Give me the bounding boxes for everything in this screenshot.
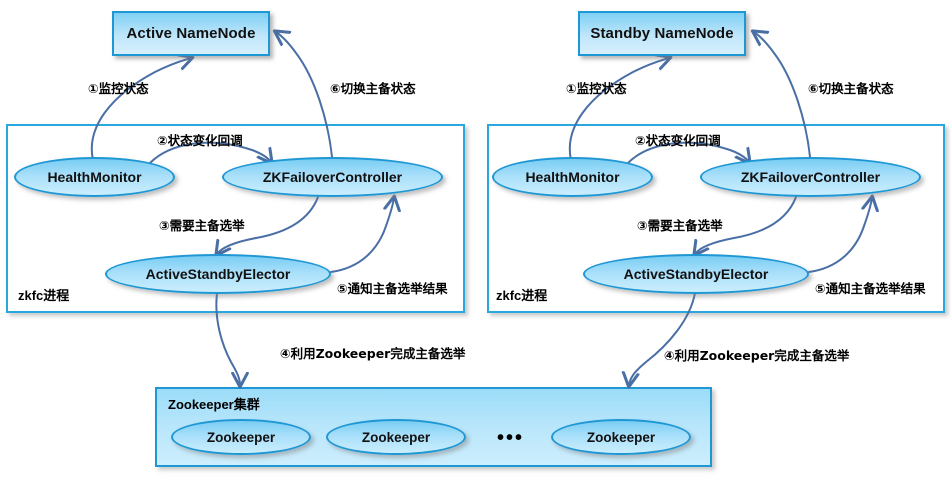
right-zkfailovercontroller-label: ZKFailoverController	[740, 169, 881, 185]
right-edge-label-step5: ⑤通知主备选举结果	[815, 281, 926, 296]
left-edge-label-step5: ⑤通知主备选举结果	[337, 281, 448, 296]
right-activestandbyelector-label: ActiveStandbyElector	[623, 266, 769, 282]
zookeeper-ellipsis-icon: •••	[497, 427, 525, 449]
node-standby-namenode[interactable]: Standby NameNode	[578, 11, 746, 56]
zookeeper-2-label: Zookeeper	[361, 429, 431, 445]
left-zkfc-process-label: zkfc进程	[18, 288, 70, 303]
left-edge-label-step1: ①监控状态	[88, 81, 149, 96]
node-right-activestandbyelector[interactable]: ActiveStandbyElector	[583, 254, 809, 294]
zookeeper-3-label: Zookeeper	[586, 429, 656, 445]
left-edge-label-step4: ④利用Zookeeper完成主备选举	[280, 346, 466, 361]
right-edge-label-step3: ③需要主备选举	[637, 218, 723, 233]
node-active-namenode[interactable]: Active NameNode	[112, 11, 270, 56]
node-left-health-monitor[interactable]: HealthMonitor	[14, 157, 175, 197]
right-edge-label-step1: ①监控状态	[566, 81, 627, 96]
right-zkfc-process-label: zkfc进程	[496, 288, 548, 303]
node-zookeeper-3[interactable]: Zookeeper	[551, 419, 691, 455]
left-edge-label-step6: ⑥切换主备状态	[330, 81, 416, 96]
node-zookeeper-2[interactable]: Zookeeper	[326, 419, 466, 455]
right-edge-label-step2: ②状态变化回调	[635, 133, 721, 148]
node-zookeeper-1[interactable]: Zookeeper	[171, 419, 311, 455]
active-namenode-label: Active NameNode	[126, 25, 256, 42]
node-left-activestandbyelector[interactable]: ActiveStandbyElector	[105, 254, 331, 294]
left-edge-label-step3: ③需要主备选举	[159, 218, 245, 233]
right-edge-label-step6: ⑥切换主备状态	[808, 81, 894, 96]
left-activestandbyelector-label: ActiveStandbyElector	[145, 266, 291, 282]
zookeeper-1-label: Zookeeper	[206, 429, 276, 445]
standby-namenode-label: Standby NameNode	[590, 25, 734, 42]
left-health-monitor-label: HealthMonitor	[47, 169, 142, 185]
right-health-monitor-label: HealthMonitor	[525, 169, 620, 185]
node-left-zkfailovercontroller[interactable]: ZKFailoverController	[222, 157, 443, 197]
node-right-health-monitor[interactable]: HealthMonitor	[492, 157, 653, 197]
zookeeper-cluster-label: Zookeeper集群	[168, 397, 260, 412]
node-right-zkfailovercontroller[interactable]: ZKFailoverController	[700, 157, 921, 197]
left-zkfailovercontroller-label: ZKFailoverController	[262, 169, 403, 185]
left-edge-label-step2: ②状态变化回调	[157, 133, 243, 148]
right-edge-label-step4: ④利用Zookeeper完成主备选举	[664, 348, 850, 363]
